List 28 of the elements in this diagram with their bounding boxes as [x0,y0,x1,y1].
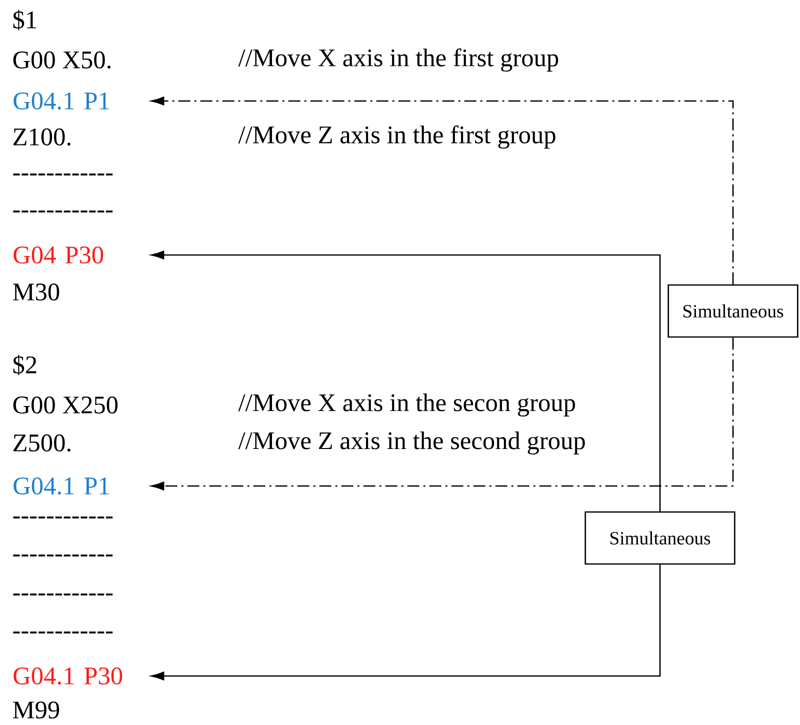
code-line: G00 X50. [13,51,110,69]
code-comment: //Move Z axis in the first group [238,125,556,149]
code-line: $1 [13,10,36,30]
code-line: Z100. [13,128,70,146]
code-line: ------------ [13,174,113,176]
code-line: ------------ [13,594,113,596]
code-comment: //Move X axis in the secon group [238,394,576,417]
code-line: G00 X250 [13,396,118,414]
code-comment: //Move Z axis in the second group [238,432,585,455]
arrow [151,250,661,512]
label-box: Simultaneous [668,284,798,338]
label-box: Simultaneous [584,511,736,565]
code-line: ------------ [13,554,113,556]
code-line: G04.1 P1 [14,92,109,110]
code-line: Z500. [13,434,70,452]
code-line: M99 [13,702,60,719]
code-line: G04.1 P1 [14,477,109,495]
arrow [151,96,734,284]
arrow [151,564,661,680]
code-line: G04.1 P30 [14,667,122,685]
code-comment: //Move X axis in the first group [238,48,558,72]
code-line: ------------ [13,516,113,518]
arrow [151,338,734,490]
code-line: G04 P30 [14,246,104,264]
code-line: ------------ [13,210,113,212]
code-line: M30 [13,283,60,301]
code-line: $2 [13,354,36,376]
code-line: ------------ [13,632,113,634]
